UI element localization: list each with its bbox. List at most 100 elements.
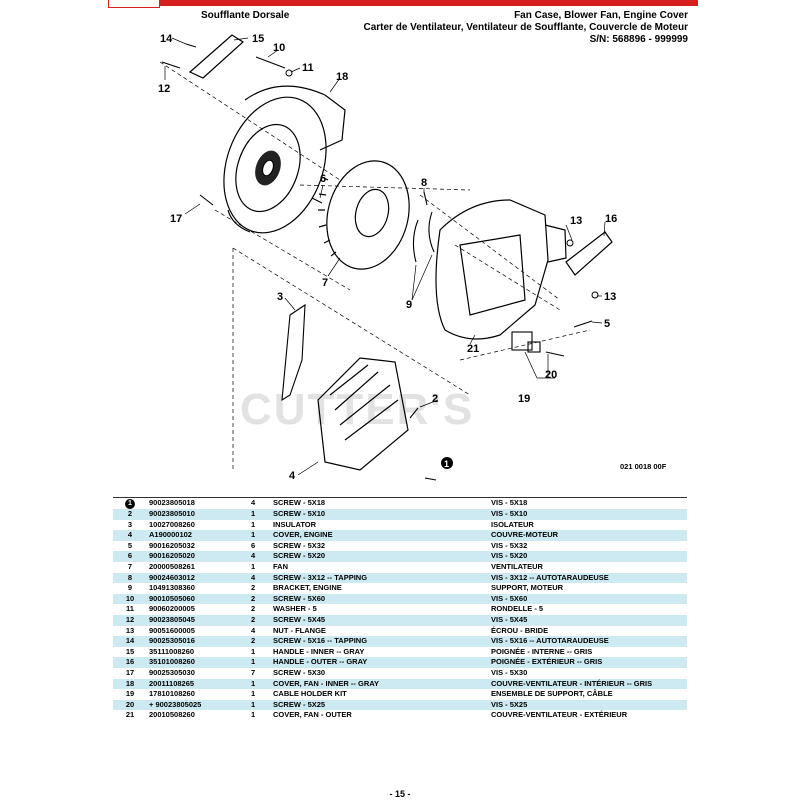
cell-pn: + 90023805025 [147, 699, 249, 711]
cell-en: SCREW - 5X20 [271, 551, 489, 562]
section-title-en: Fan Case, Blower Fan, Engine Cover [514, 10, 688, 21]
callout-8: 8 [421, 177, 427, 189]
cell-ref: 5 [127, 540, 133, 550]
cell-pn: 90024603012 [147, 572, 249, 584]
cell-ref: 10 [113, 593, 147, 605]
cell-fr: COUVRE-VENTILATEUR - INTÉRIEUR -- GRIS [489, 678, 687, 690]
cell-qty: 4 [249, 572, 271, 584]
callout-14: 14 [160, 33, 173, 45]
cell-en: CABLE HOLDER KIT [273, 689, 347, 699]
cell-en: SCREW - 5X10 [271, 509, 489, 520]
cell-pn: 90051600005 [149, 625, 195, 635]
cell-ref: 13 [125, 625, 135, 635]
cell-qty: 4 [249, 551, 271, 562]
cell-fr: VIS - 5X18 [491, 498, 528, 508]
cell-qty: 1 [249, 657, 271, 668]
figure-code: 021 0018 00F [620, 462, 667, 471]
cell-en: NUT - FLANGE [273, 625, 326, 635]
cell-fr: VIS - 5X45 [489, 614, 687, 626]
callout-13b: 13 [604, 291, 616, 303]
cell-qty: 4 [251, 625, 256, 635]
cell-fr: RONDELLE - 5 [491, 604, 544, 614]
cell-en: SCREW - 5X45 [271, 614, 489, 626]
cell-ref: 21 [125, 710, 135, 720]
svg-text:1: 1 [444, 459, 449, 469]
cell-ref: 19 [125, 689, 135, 699]
cell-qty: 7 [251, 667, 256, 677]
cell-ref: 16 [113, 657, 147, 668]
fan-cover-outer [435, 199, 567, 340]
cell-fr: ENSEMBLE DE SUPPORT, CÂBLE [491, 689, 613, 699]
cell-fr: VIS - 5X32 [491, 540, 528, 550]
brand-bar [108, 0, 698, 6]
cell-qty: 6 [251, 540, 256, 550]
cell-en: WASHER - 5 [273, 604, 317, 614]
callout-20: 20 [545, 369, 557, 381]
cell-pn: 20011108265 [147, 678, 249, 690]
cell-fr: VENTILATEUR [491, 561, 543, 571]
cell-fr: VIS - 3X12 -- AUTOTARAUDEUSE [489, 572, 687, 584]
washer-nut [285, 69, 599, 299]
cell-ref: 20 [113, 699, 147, 711]
cell-ref: 2 [113, 509, 147, 520]
cell-ref: 6 [113, 551, 147, 562]
cell-ref: 1 [113, 498, 147, 509]
cell-fr: VIS - 5X60 [489, 593, 687, 605]
cell-en: SCREW - 3X12 -- TAPPING [271, 572, 489, 584]
callout-4: 4 [289, 470, 296, 482]
cell-en: SCREW - 5X60 [271, 593, 489, 605]
cell-pn: 10491308360 [149, 583, 195, 593]
cell-fr: VIS - 5X20 [489, 551, 687, 562]
cell-qty: 1 [251, 689, 256, 699]
cell-pn: 90025305016 [147, 636, 249, 647]
cell-pn: 90060200005 [149, 604, 195, 614]
callout-7: 7 [322, 277, 328, 289]
callout-11: 11 [302, 62, 314, 74]
section-title-fr-long: Carter de Ventilateur, Ventilateur de So… [363, 22, 688, 33]
cell-en: SCREW - 5X30 [273, 667, 326, 677]
callout-12: 12 [158, 83, 170, 95]
cell-ref: 17 [125, 667, 135, 677]
fan-cover-inner [223, 85, 346, 234]
cell-pn: 35101008260 [147, 657, 249, 668]
cell-qty: 1 [249, 699, 271, 711]
insulator [281, 303, 306, 402]
cell-qty: 1 [251, 561, 256, 571]
watermark: CUTTER'S [240, 385, 475, 434]
brand-logo [108, 0, 160, 8]
cable-holder [511, 331, 541, 353]
engine-brackets [412, 211, 435, 263]
cell-ref: 11 [126, 604, 134, 614]
cell-en: COVER, FAN - INNER -- GRAY [271, 678, 489, 690]
cell-en: BRACKET, ENGINE [273, 583, 342, 593]
cell-pn: 90016205020 [147, 551, 249, 562]
cell-en: FAN [273, 561, 288, 571]
serial-range: S/N: 568896 - 999999 [589, 34, 688, 45]
cell-qty: 2 [249, 614, 271, 626]
callout-21: 21 [467, 343, 479, 355]
cell-qty: 1 [249, 530, 271, 541]
cell-ref: 8 [113, 572, 147, 584]
cell-qty: 2 [251, 604, 256, 614]
cell-pn: 17810108260 [149, 689, 195, 699]
callout-2: 2 [432, 393, 438, 405]
cell-pn: 90010505060 [147, 593, 249, 605]
cell-qty: 2 [249, 636, 271, 647]
callout-18: 18 [336, 71, 348, 83]
cell-fr: POIGNÉE - INTERNE -- GRIS [491, 646, 593, 656]
cell-en: INSULATOR [273, 519, 317, 529]
cell-en: HANDLE - OUTER -- GRAY [271, 657, 489, 668]
callout-10: 10 [273, 42, 285, 54]
